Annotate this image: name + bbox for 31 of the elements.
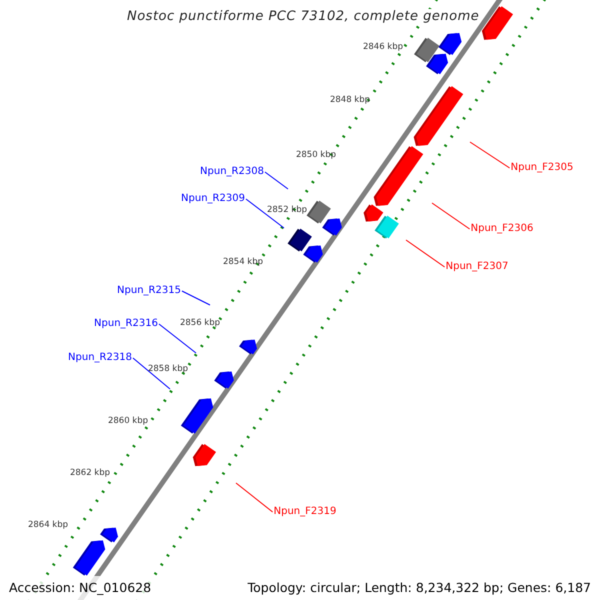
- leader-line: [158, 324, 196, 354]
- gene-label: Npun_R2316: [94, 318, 158, 329]
- tick-label: 2856 kbp: [180, 318, 220, 328]
- leader-line: [432, 202, 470, 230]
- tick-label: 2862 kbp: [70, 468, 110, 478]
- title: Nostoc punctiforme PCC 73102, complete genome: [127, 9, 480, 25]
- leader-line: [470, 142, 510, 168]
- tick-label: 2860 kbp: [108, 416, 148, 426]
- leader-line: [236, 482, 274, 512]
- gene-label: Npun_F2307: [446, 261, 508, 272]
- gene-label: Npun_R2318: [68, 352, 132, 363]
- tick-label: 2858 kbp: [148, 364, 188, 374]
- leader-line: [406, 240, 446, 268]
- leader-line: [132, 358, 170, 390]
- leader-line: [245, 198, 284, 228]
- gene-label: Npun_R2309: [181, 193, 245, 204]
- gene-label: Npun_F2305: [510, 162, 574, 173]
- gene-label: Npun_F2319: [274, 506, 336, 517]
- footer-text: Accession: NC_010628: [9, 578, 152, 597]
- leader-line: [264, 172, 288, 190]
- tick-label: 2864 kbp: [28, 520, 68, 530]
- gene-label: Npun_F2306: [470, 223, 534, 234]
- tick-label: 2846 kbp: [362, 42, 404, 52]
- footer-text: Topology: circular; Length: 8,234,322 bp; Genes: 6,187: [248, 578, 591, 597]
- tick-label: 2848 kbp: [330, 95, 370, 105]
- tick-label: 2852 kbp: [266, 205, 308, 215]
- tick-label: 2850 kbp: [296, 150, 336, 160]
- tick-label: 2854 kbp: [222, 257, 264, 267]
- gene-label: Npun_R2308: [200, 166, 264, 177]
- gene-label: Npun_R2315: [117, 285, 181, 296]
- leader-line: [181, 290, 210, 306]
